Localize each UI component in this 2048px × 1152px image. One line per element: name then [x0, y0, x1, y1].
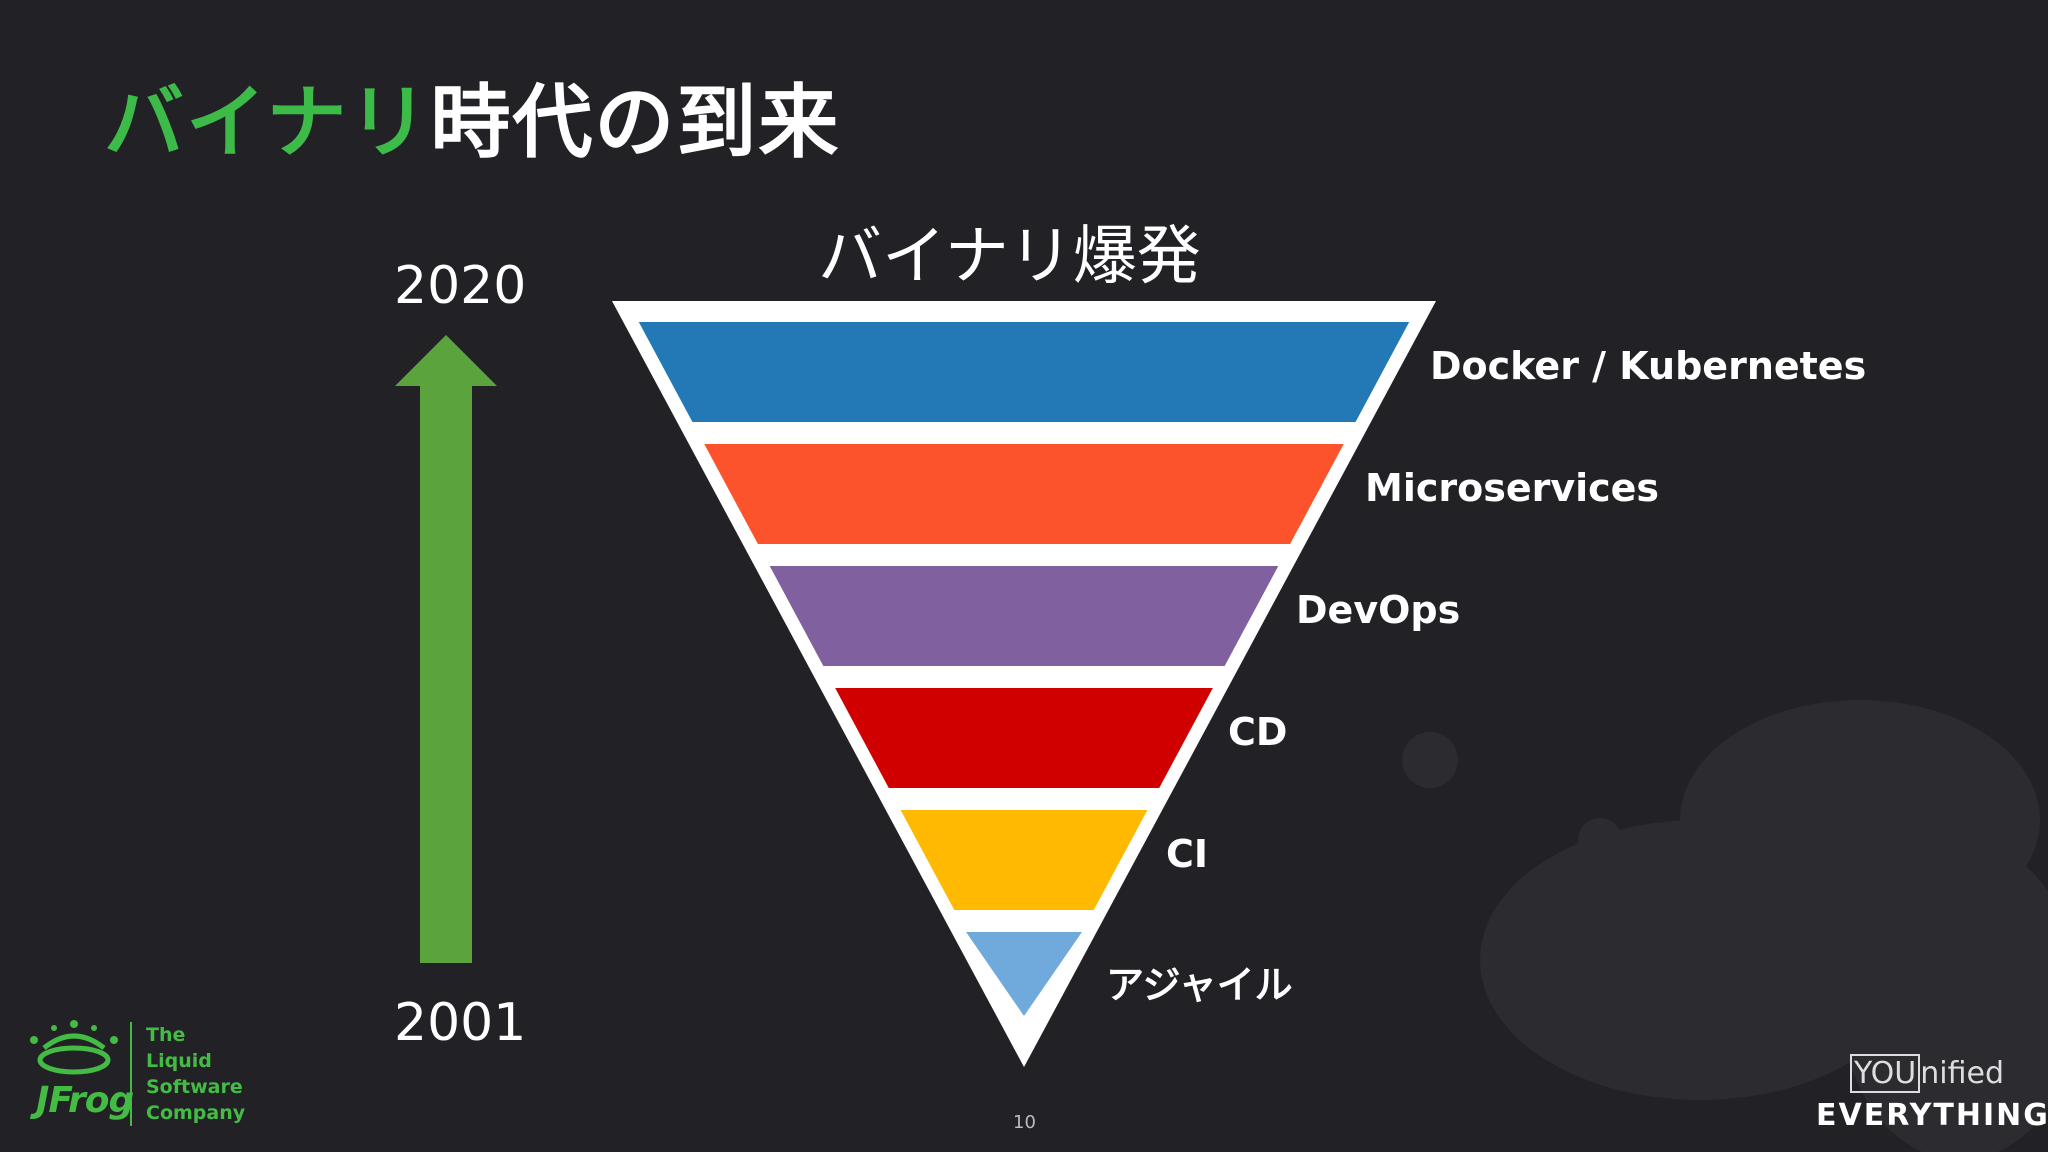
funnel-layer-label: CD — [1228, 710, 1288, 754]
slide-title: バイナリ時代の到来 — [104, 58, 840, 174]
tagline-line: Company — [146, 1102, 246, 1124]
funnel-layer-label: Microservices — [1365, 466, 1660, 510]
timeline-arrow — [395, 335, 497, 963]
jfrog-logo: JFrog The Liquid Software Company — [24, 1018, 254, 1138]
funnel-layer — [966, 932, 1082, 1016]
tagline-line: The — [146, 1024, 186, 1046]
year-bottom-label: 2001 — [394, 993, 527, 1053]
funnel-layer — [704, 444, 1344, 544]
logo-divider — [130, 1022, 132, 1126]
background-splash-decoration — [1402, 700, 2048, 1152]
you-boxed: YOU — [1850, 1054, 1921, 1093]
funnel-layer — [900, 810, 1148, 910]
frog-splash-icon — [30, 1020, 118, 1075]
jfrog-wordmark: JFrog — [36, 1080, 134, 1121]
funnel-layer-label: DevOps — [1296, 588, 1461, 632]
funnel-layer-label: CI — [1166, 832, 1209, 876]
funnel-layer — [769, 566, 1279, 666]
jfrog-tagline: The Liquid Software Company — [146, 1022, 245, 1126]
funnel-title: バイナリ爆発 — [818, 220, 1201, 294]
year-top-label: 2020 — [394, 256, 527, 316]
funnel-layer — [638, 322, 1410, 422]
tagline-line: Liquid — [146, 1050, 212, 1072]
funnel-layer — [835, 688, 1213, 788]
title-rest: 時代の到来 — [430, 76, 841, 169]
tagline-line: Software — [146, 1076, 243, 1098]
everything-wordmark: EVERYTHING — [1816, 1098, 2048, 1133]
page-number: 10 — [1013, 1112, 1036, 1133]
funnel-layer-label: アジャイル — [1106, 963, 1293, 1007]
title-highlight: バイナリ — [104, 76, 431, 169]
nified-text: nified — [1920, 1056, 2005, 1091]
funnel-layer-label: Docker / Kubernetes — [1430, 344, 1867, 388]
